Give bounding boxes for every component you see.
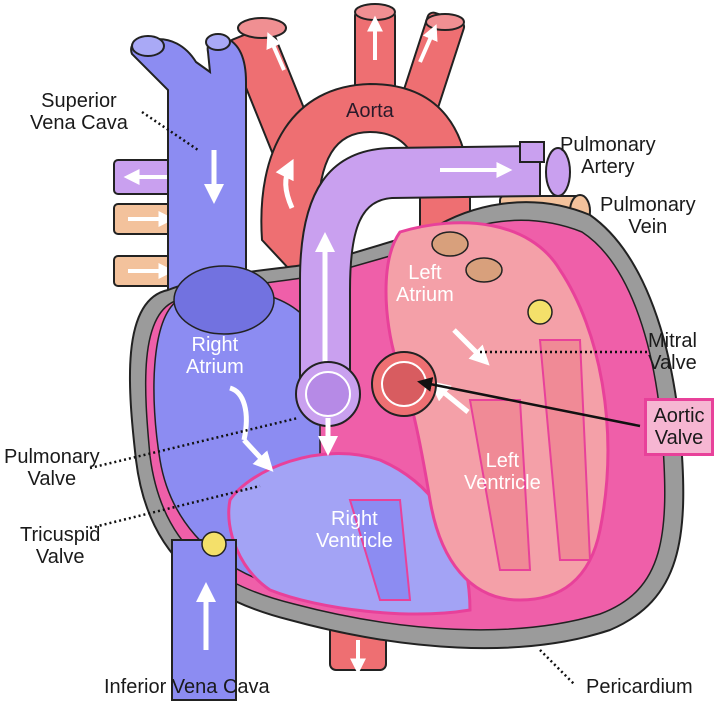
label-superior-vena-cava: Superior Vena Cava xyxy=(30,90,128,134)
label-tricuspid-valve: Tricuspid Valve xyxy=(20,524,101,568)
label-mitral-valve: Mitral Valve xyxy=(648,330,697,374)
label-pulmonary-vein: Pulmonary Vein xyxy=(600,194,696,238)
label-aortic-valve: Aortic Valve xyxy=(644,398,714,456)
label-right-ventricle: Right Ventricle xyxy=(316,508,393,552)
superior-vena-cava xyxy=(130,33,247,301)
label-left-ventricle: Left Ventricle xyxy=(464,450,541,494)
label-pulmonary-artery: Pulmonary Artery xyxy=(560,134,656,178)
label-aorta: Aorta xyxy=(346,100,394,122)
label-inferior-vena-cava: Inferior Vena Cava xyxy=(104,676,270,698)
leader-lines xyxy=(89,110,648,685)
label-left-atrium: Left Atrium xyxy=(396,262,454,306)
label-pulmonary-valve: Pulmonary Valve xyxy=(4,446,100,490)
label-right-atrium: Right Atrium xyxy=(186,334,244,378)
label-pericardium: Pericardium xyxy=(586,676,693,698)
valves xyxy=(201,299,553,557)
pulmonary-artery xyxy=(299,141,571,401)
coronary-node-right xyxy=(201,531,227,557)
aortic-valve-pointer xyxy=(417,376,641,428)
coronary-node-left xyxy=(527,299,553,325)
